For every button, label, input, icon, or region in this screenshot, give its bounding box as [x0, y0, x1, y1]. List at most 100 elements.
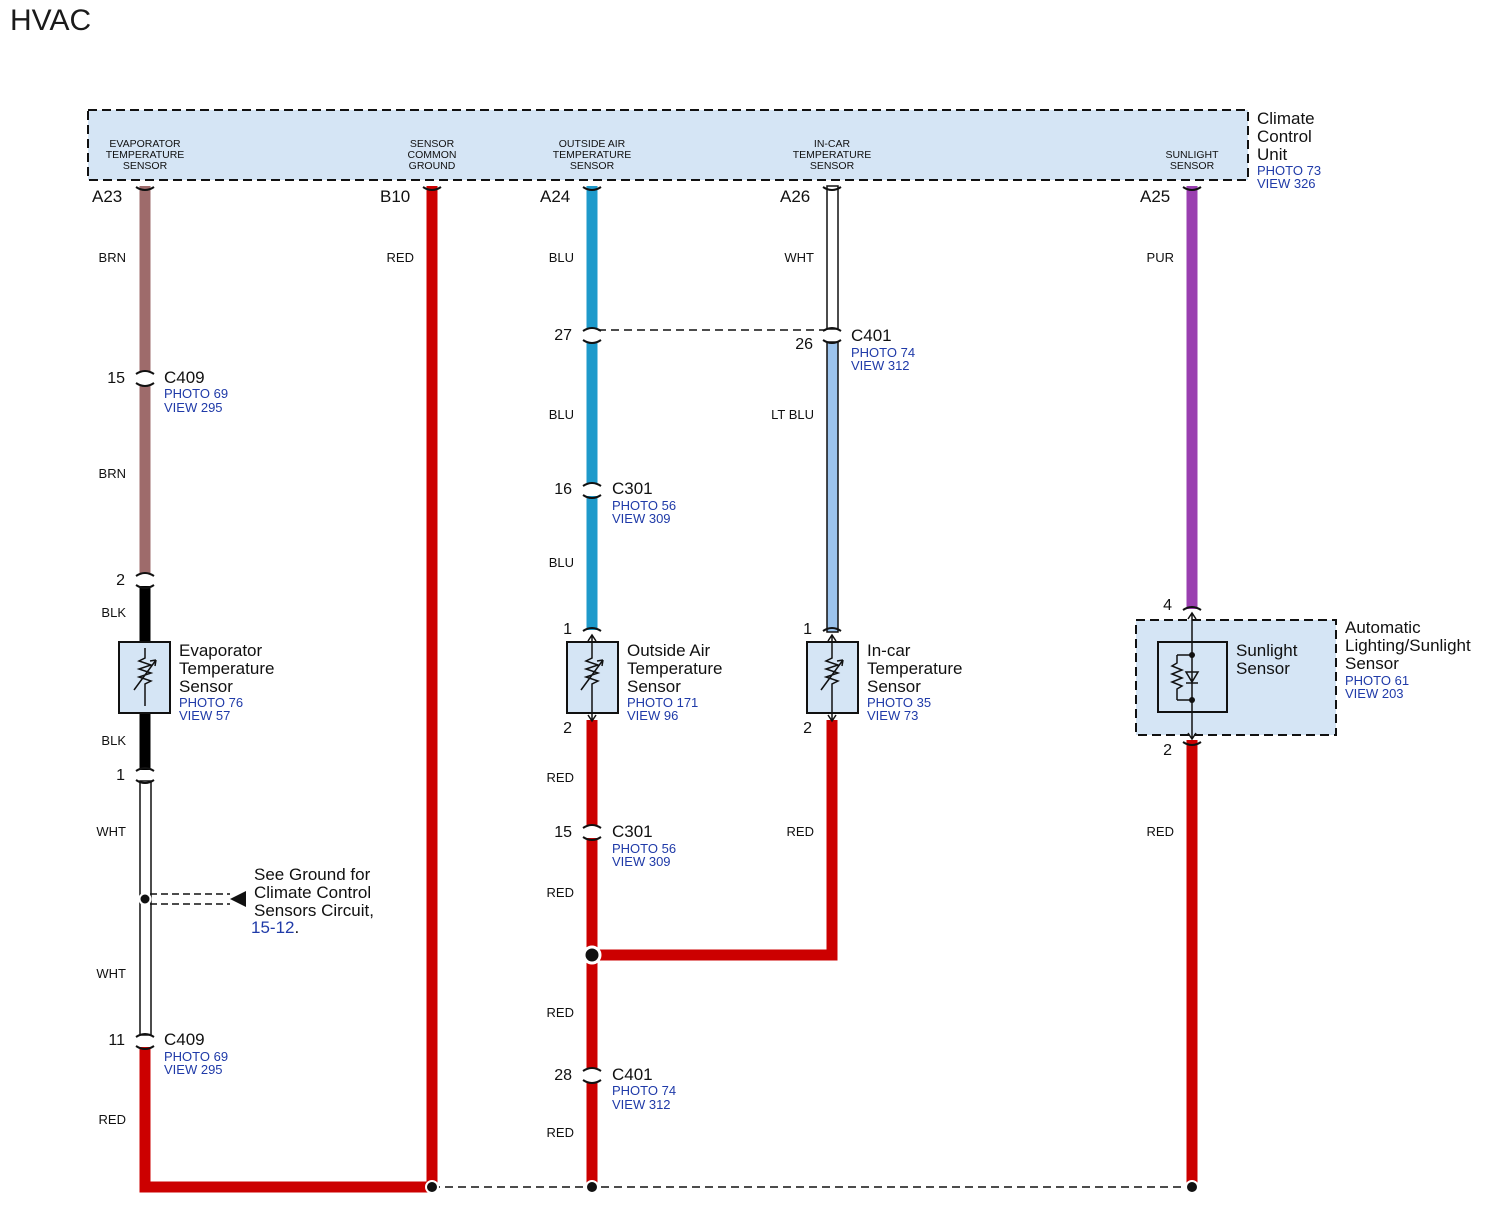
component-name-line: Lighting/Sunlight — [1345, 636, 1471, 655]
wire-label: BLK — [101, 605, 126, 620]
component-photo-link[interactable]: PHOTO 61 — [1345, 673, 1409, 688]
wire-label: BLK — [101, 733, 126, 748]
connector-pin-number: 26 — [795, 336, 813, 353]
connector-view-link[interactable]: VIEW 309 — [612, 854, 671, 869]
connector-view-link[interactable]: VIEW 295 — [164, 1062, 223, 1077]
connector-photo-link[interactable]: PHOTO 56 — [612, 498, 676, 513]
wire-label: RED — [547, 885, 574, 900]
wire-red-incar[interactable] — [592, 720, 838, 961]
evaporator-sensor-label: Evaporator Temperature Sensor PHOTO 76 V… — [179, 641, 274, 723]
wire-label: RED — [547, 1125, 574, 1140]
connector-pin-number: 16 — [554, 481, 572, 498]
connector-c409-top-mark — [135, 370, 155, 387]
component-name-line: Temperature — [179, 659, 274, 678]
connector-sun-pin4-mark — [1182, 606, 1202, 611]
evap-pin-bottom: 1 — [116, 767, 125, 784]
wire-label: BLU — [549, 250, 574, 265]
connector-pin-number: 11 — [108, 1032, 125, 1049]
connector-photo-link[interactable]: PHOTO 74 — [612, 1083, 676, 1098]
ground-reference-note: See Ground for Climate Control Sensors C… — [251, 865, 374, 937]
header-line: SUNLIGHT — [1165, 149, 1219, 161]
lighting-sensor-label: Automatic Lighting/Sunlight Sensor PHOTO… — [1345, 618, 1471, 701]
unit-name-line: Unit — [1257, 145, 1288, 164]
outside-pin-bottom: 2 — [563, 720, 572, 737]
connector-name: C301 — [612, 822, 653, 841]
connector-c401-bottom: 28 C401 PHOTO 74 VIEW 312 — [554, 1065, 676, 1112]
outside-air-temperature-sensor[interactable] — [566, 633, 619, 723]
sunlight-sensor-label: Sunlight Sensor — [1236, 641, 1298, 678]
component-photo-link[interactable]: PHOTO 35 — [867, 695, 931, 710]
splice-ground-outside — [585, 1180, 599, 1194]
outside-pin-top: 1 — [563, 621, 572, 638]
connector-name: C301 — [612, 479, 653, 498]
component-name-line: In-car — [867, 641, 911, 660]
component-view-link[interactable]: VIEW 96 — [627, 708, 678, 723]
note-line: See Ground for — [254, 865, 371, 884]
connector-view-link[interactable]: VIEW 312 — [851, 358, 910, 373]
ground-circuit-link[interactable]: 15-12 — [251, 918, 294, 937]
incar-pin-bottom: 2 — [803, 720, 812, 737]
component-photo-link[interactable]: PHOTO 171 — [627, 695, 698, 710]
climate-control-unit-title: Climate Control Unit PHOTO 73 VIEW 326 — [1257, 109, 1321, 191]
wire-label: BLU — [549, 407, 574, 422]
wire-ltblu-incar[interactable] — [826, 341, 839, 633]
connector-view-link[interactable]: VIEW 312 — [612, 1097, 671, 1112]
connector-c301-bottom: 15 C301 PHOTO 56 VIEW 309 — [554, 822, 676, 869]
connector-photo-link[interactable]: PHOTO 69 — [164, 1049, 228, 1064]
climate-control-unit-box — [87, 109, 1249, 181]
pin-a23: A23 — [92, 187, 122, 206]
component-view-link[interactable]: VIEW 57 — [179, 708, 230, 723]
unit-photo-link[interactable]: PHOTO 73 — [1257, 163, 1321, 178]
outside-air-sensor-label: Outside Air Temperature Sensor PHOTO 171… — [627, 641, 722, 723]
connector-view-link[interactable]: VIEW 309 — [612, 511, 671, 526]
pin-a24: A24 — [540, 187, 570, 206]
connector-view-link[interactable]: VIEW 295 — [164, 400, 223, 415]
component-view-link[interactable]: VIEW 73 — [867, 708, 918, 723]
wire-red-evap-ground[interactable] — [139, 1047, 432, 1193]
connector-photo-link[interactable]: PHOTO 56 — [612, 841, 676, 856]
sun-pin-bottom: 2 — [1163, 742, 1172, 759]
unit-view-link[interactable]: VIEW 326 — [1257, 176, 1316, 191]
connector-c401-26-mark — [822, 327, 842, 344]
note-suffix: . — [294, 918, 299, 937]
component-photo-link[interactable]: PHOTO 76 — [179, 695, 243, 710]
header-line: TEMPERATURE — [793, 149, 872, 161]
pin-b10: B10 — [380, 187, 410, 206]
component-name-line: Sensor — [867, 677, 921, 696]
connector-c409-bot-mark — [135, 1033, 155, 1050]
splice-dot — [1189, 697, 1195, 703]
component-view-link[interactable]: VIEW 203 — [1345, 686, 1404, 701]
in-car-temperature-sensor[interactable] — [806, 633, 859, 723]
header-line: OUTSIDE AIR — [559, 138, 626, 150]
splice-evap-wht — [138, 892, 152, 906]
component-name-line: Sensor — [179, 677, 233, 696]
component-name-line: Sensor — [627, 677, 681, 696]
evaporator-temperature-sensor[interactable] — [118, 641, 171, 714]
wire-wht-a26[interactable] — [826, 185, 839, 330]
wire-label: LT BLU — [771, 407, 814, 422]
connector-name: C401 — [851, 326, 892, 345]
wire-label: BRN — [99, 250, 126, 265]
component-name-line: Sensor — [1236, 659, 1290, 678]
connector-unit-pin-mark — [822, 186, 842, 191]
header-line: SENSOR — [570, 160, 615, 172]
wire-label: BLU — [549, 555, 574, 570]
wire-wht-evap[interactable] — [139, 780, 152, 1036]
wire-label: RED — [547, 1005, 574, 1020]
wire-label: WHT — [96, 966, 126, 981]
thermistor-icon — [580, 633, 604, 723]
splice-ground-sun — [1185, 1180, 1199, 1194]
connector-photo-link[interactable]: PHOTO 69 — [164, 386, 228, 401]
connector-photo-link[interactable]: PHOTO 74 — [851, 345, 915, 360]
incar-pin-top: 1 — [803, 621, 812, 638]
wire-label: WHT — [96, 824, 126, 839]
header-label-sunlight: SUNLIGHT SENSOR — [1165, 149, 1219, 172]
sun-pin-top: 4 — [1163, 597, 1172, 614]
connector-pin-number: 28 — [554, 1067, 572, 1084]
automatic-lighting-sunlight-sensor[interactable] — [1135, 611, 1337, 741]
header-label-evaporator: EVAPORATOR TEMPERATURE SENSOR — [106, 138, 185, 172]
evap-pin-top: 2 — [116, 572, 125, 589]
header-line: COMMON — [408, 149, 457, 161]
connector-c409-top: 15 C409 PHOTO 69 VIEW 295 — [107, 368, 228, 415]
